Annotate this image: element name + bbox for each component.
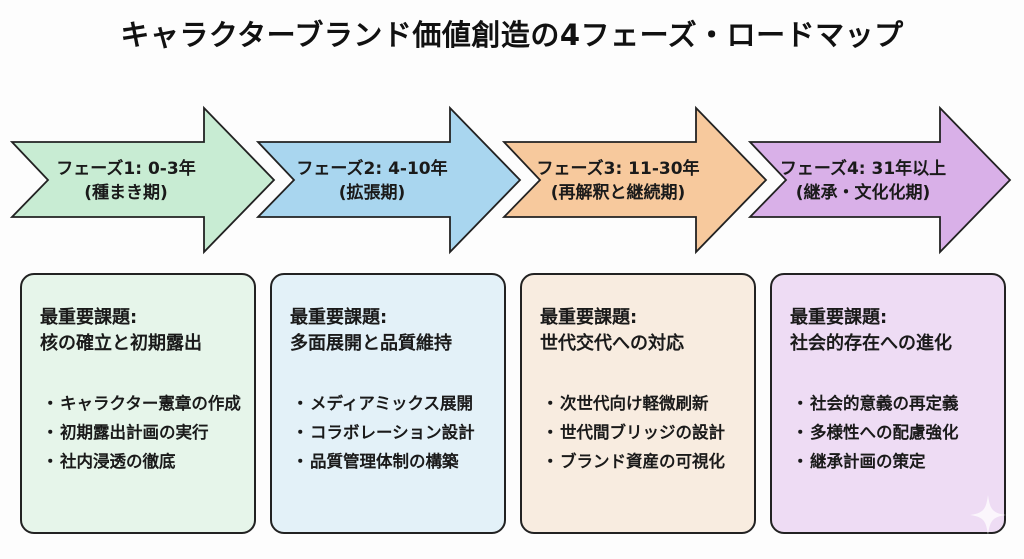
bullet-icon: ・ [792, 423, 809, 442]
phase-4-arrow [747, 105, 1012, 255]
phase-2-heading: 多面展開と品質維持 [290, 333, 452, 354]
phase-4-heading-label: 最重要課題: [790, 307, 888, 328]
phase-3-period: (再解釈と継続期) [550, 183, 686, 203]
phase-2-card: 最重要課題: 多面展開と品質維持 ・メディアミックス展開 ・コラボレーション設計… [270, 273, 506, 534]
phase-1-heading: 核の確立と初期露出 [40, 333, 202, 354]
phase-3-heading: 世代交代への対応 [540, 333, 684, 354]
bullet-icon: ・ [292, 452, 309, 471]
list-item: ・継承計画の策定 [790, 449, 1004, 474]
bullet-icon: ・ [792, 394, 809, 413]
phase-3-title: フェーズ3: 11-30年 [536, 159, 700, 179]
phase-1-arrow [9, 105, 276, 255]
bullet-icon: ・ [542, 452, 559, 471]
bullet-icon: ・ [542, 394, 559, 413]
bullet-icon: ・ [792, 452, 809, 471]
bullet-icon: ・ [292, 423, 309, 442]
phase-1-card: 最重要課題: 核の確立と初期露出 ・キャラクター憲章の作成 ・初期露出計画の実行… [20, 273, 256, 534]
list-item: ・多様性への配慮強化 [790, 420, 1004, 445]
phase-2-heading-label: 最重要課題: [290, 307, 388, 328]
list-item: ・メディアミックス展開 [290, 391, 504, 416]
phase-4-label: フェーズ4: 31年以上 (継承・文化化期) [780, 152, 946, 210]
phase-4-task-list: ・社会的意義の再定義 ・多様性への配慮強化 ・継承計画の策定 [790, 391, 1004, 474]
phase-4-title: フェーズ4: 31年以上 [779, 159, 947, 179]
phase-4-period: (継承・文化化期) [795, 183, 931, 203]
phase-4-heading: 社会的存在への進化 [790, 333, 952, 354]
phase-3-card: 最重要課題: 世代交代への対応 ・次世代向け軽微刷新 ・世代間ブリッジの設計 ・… [520, 273, 756, 534]
phase-1-label: フェーズ1: 0-3年 (種まき期) [48, 152, 204, 210]
phase-2-task-list: ・メディアミックス展開 ・コラボレーション設計 ・品質管理体制の構築 [290, 391, 504, 474]
list-item: ・社会的意義の再定義 [790, 391, 1004, 416]
phase-2-label: フェーズ2: 4-10年 (拡張期) [294, 152, 450, 210]
list-item: ・ブランド資産の可視化 [540, 449, 754, 474]
list-item: ・コラボレーション設計 [290, 420, 504, 445]
phase-1-task-list: ・キャラクター憲章の作成 ・初期露出計画の実行 ・社内浸透の徹底 [40, 391, 254, 474]
phase-3-task-list: ・次世代向け軽微刷新 ・世代間ブリッジの設計 ・ブランド資産の可視化 [540, 391, 754, 474]
bullet-icon: ・ [42, 423, 59, 442]
bullet-icon: ・ [42, 394, 59, 413]
phase-4-card: 最重要課題: 社会的存在への進化 ・社会的意義の再定義 ・多様性への配慮強化 ・… [770, 273, 1006, 534]
phase-3-label: フェーズ3: 11-30年 (再解釈と継続期) [536, 152, 699, 210]
phase-3-heading-label: 最重要課題: [540, 307, 638, 328]
bullet-icon: ・ [292, 394, 309, 413]
page-title: キャラクターブランド価値創造の4フェーズ・ロードマップ [120, 18, 904, 52]
list-item: ・キャラクター憲章の作成 [40, 391, 254, 416]
sparkle-watermark-icon [970, 495, 1006, 535]
list-item: ・品質管理体制の構築 [290, 449, 504, 474]
phase-1-heading-label: 最重要課題: [40, 307, 138, 328]
phase-3-arrow [501, 105, 768, 255]
phase-1-title: フェーズ1: 0-3年 [56, 159, 196, 179]
bullet-icon: ・ [42, 452, 59, 471]
phase-1-period: (種まき期) [84, 183, 168, 203]
phase-2-arrow [255, 105, 522, 255]
list-item: ・世代間ブリッジの設計 [540, 420, 754, 445]
phase-2-title: フェーズ2: 4-10年 [296, 159, 448, 179]
list-item: ・初期露出計画の実行 [40, 420, 254, 445]
list-item: ・社内浸透の徹底 [40, 449, 254, 474]
phase-2-period: (拡張期) [338, 183, 406, 203]
list-item: ・次世代向け軽微刷新 [540, 391, 754, 416]
bullet-icon: ・ [542, 423, 559, 442]
